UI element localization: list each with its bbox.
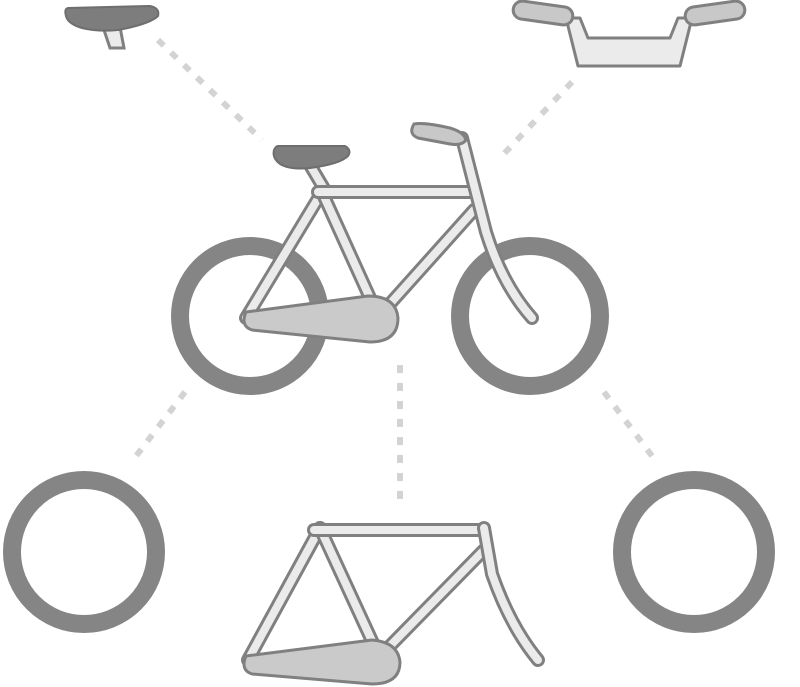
saddle-part-seat (64, 4, 160, 32)
bicycle-handlebar-grip (410, 122, 468, 146)
connector-handlebar (495, 79, 575, 163)
bicycle-saddle (272, 145, 351, 170)
handlebar-part (511, 0, 747, 68)
frame-part (241, 521, 545, 686)
frame-part-chainguard (242, 638, 402, 686)
connector-lines (130, 37, 658, 505)
front-wheel-part (3, 471, 165, 633)
handlebar-part-grip-right (683, 0, 747, 27)
connector-front-wheel (130, 390, 188, 462)
rear-wheel-part (613, 471, 775, 633)
assembled-bicycle (171, 122, 609, 395)
handlebar-part-bar (564, 16, 694, 68)
handlebar-part-grip-left (511, 0, 575, 27)
bicycle-rear-wheel (451, 237, 609, 395)
connector-saddle (155, 37, 265, 143)
saddle-part (64, 4, 160, 50)
connector-rear-wheel (601, 390, 658, 462)
bicycle-chainguard (242, 294, 400, 344)
